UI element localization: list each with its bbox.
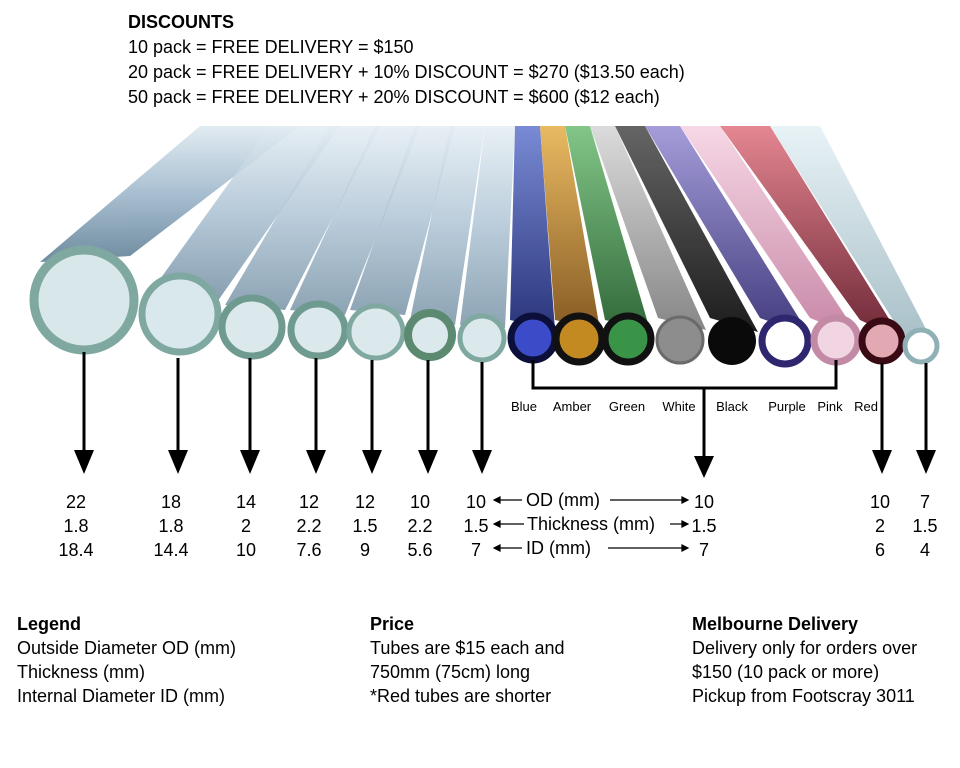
thickness-value: 2.2	[296, 516, 322, 536]
od-value: 18	[160, 492, 182, 512]
tube-bodies	[40, 126, 938, 352]
price-line: 750mm (75cm) long	[370, 662, 531, 682]
column-red-values: 10 2 6	[850, 490, 910, 562]
discounts-block: DISCOUNTS 10 pack = FREE DELIVERY = $150…	[128, 10, 685, 110]
color-white: White	[662, 399, 696, 414]
discounts-title: DISCOUNTS	[128, 12, 235, 32]
id-value: 9	[359, 540, 370, 560]
thickness-value: 1.8	[158, 516, 184, 536]
od-value: 14	[235, 492, 257, 512]
color-pink: Pink	[817, 399, 843, 414]
id-value: 14.4	[153, 540, 189, 560]
legend-line: Outside Diameter OD (mm)	[17, 638, 237, 658]
od-value: 10	[869, 492, 891, 512]
column-5-values: 12 1.5 9	[335, 490, 395, 562]
od-value: 10	[465, 492, 487, 512]
price-title: Price	[370, 614, 415, 634]
row-label-arrows	[492, 496, 690, 552]
id-value: 7	[470, 540, 481, 560]
color-blue: Blue	[510, 399, 538, 414]
price-line: *Red tubes are shorter	[370, 686, 552, 706]
color-bracket	[531, 360, 838, 458]
id-value: 5.6	[407, 540, 433, 560]
discount-line-20: 20 pack = FREE DELIVERY + 10% DISCOUNT =…	[128, 62, 685, 82]
od-value: 12	[354, 492, 376, 512]
legend-line: Internal Diameter ID (mm)	[17, 686, 226, 706]
id-value: 18.4	[58, 540, 94, 560]
thickness-value: 2	[874, 516, 885, 536]
column-1-values: 22 1.8 18.4	[46, 490, 106, 562]
delivery-title: Melbourne Delivery	[692, 614, 859, 634]
discount-line-50: 50 pack = FREE DELIVERY + 20% DISCOUNT =…	[128, 87, 660, 107]
thickness-value: 1.5	[463, 516, 489, 536]
column-7-values: 10 1.5 7	[446, 490, 506, 562]
od-value: 10	[693, 492, 715, 512]
od-value: 22	[65, 492, 87, 512]
od-value: 7	[919, 492, 930, 512]
id-value: 7.6	[296, 540, 322, 560]
glass-tubes-photo	[29, 126, 940, 478]
thickness-value: 1.5	[352, 516, 378, 536]
row-label-od: OD (mm)	[526, 490, 600, 510]
column-colored-values: 10 1.5 7	[674, 490, 734, 562]
row-label-id: ID (mm)	[526, 538, 591, 558]
od-value: 12	[298, 492, 320, 512]
color-purple: Purple	[768, 399, 806, 414]
legend-title: Legend	[17, 614, 82, 634]
thickness-value: 1.5	[691, 516, 717, 536]
id-value: 7	[698, 540, 709, 560]
pointer-arrows	[82, 352, 928, 452]
row-label-thickness: Thickness (mm)	[527, 514, 656, 534]
tube-ends	[29, 245, 940, 368]
legend-block: Legend Outside Diameter OD (mm) Thicknes…	[17, 612, 236, 708]
id-value: 4	[919, 540, 930, 560]
color-amber: Amber	[552, 399, 592, 414]
delivery-line: $150 (10 pack or more)	[692, 662, 880, 682]
price-line: Tubes are $15 each and	[370, 638, 565, 658]
column-4-values: 12 2.2 7.6	[279, 490, 339, 562]
column-last-values: 7 1.5 4	[895, 490, 955, 562]
delivery-line: Delivery only for orders over	[692, 638, 918, 658]
column-3-values: 14 2 10	[216, 490, 276, 562]
id-value: 10	[235, 540, 257, 560]
id-value: 6	[874, 540, 885, 560]
discount-line-10: 10 pack = FREE DELIVERY = $150	[128, 37, 414, 57]
thickness-value: 2	[240, 516, 251, 536]
delivery-line: Pickup from Footscray 3011	[692, 686, 915, 706]
delivery-block: Melbourne Delivery Delivery only for ord…	[692, 612, 917, 708]
thickness-value: 1.8	[63, 516, 89, 536]
thickness-value: 2.2	[407, 516, 433, 536]
thickness-value: 1.5	[912, 516, 938, 536]
od-value: 10	[409, 492, 431, 512]
legend-line: Thickness (mm)	[17, 662, 146, 682]
column-2-values: 18 1.8 14.4	[141, 490, 201, 562]
arrow-heads	[74, 450, 936, 478]
color-black: Black	[716, 399, 748, 414]
price-block: Price Tubes are $15 each and 750mm (75cm…	[370, 612, 564, 708]
color-green: Green	[608, 399, 646, 414]
color-red: Red	[854, 399, 878, 414]
column-6-values: 10 2.2 5.6	[390, 490, 450, 562]
